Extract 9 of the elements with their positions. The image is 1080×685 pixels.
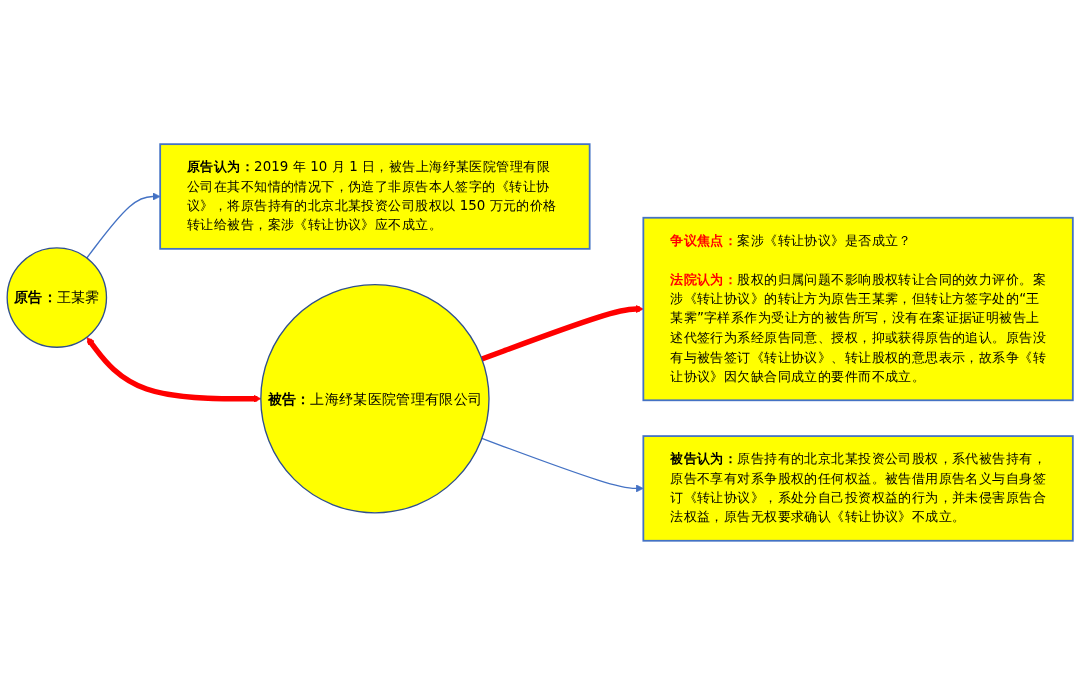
node-circle: 原告：王某霁 [6, 247, 108, 348]
arrow [86, 192, 161, 259]
arrow [86, 337, 262, 403]
arrow [481, 437, 644, 493]
arrow [480, 305, 644, 362]
node-box: 争议焦点：案涉《转让协议》是否成立？ 法院认为：股权的归属问题不影响股权转让合同的效力评价。案涉《转让协议》的转让方为原告王某霁，但转让方签字处的“王某霁”字样系作为受让方的被告所写，没有在案证据证明被告上述代签行为系经原告同意、授权，抑或获得原告的追认。原告没有与被告签订《转让协议》、转让股权的意思表示，故系争《转让协议》因欠缺合同成立的要件而不成立。 [642, 216, 1074, 402]
node-box: 被告认为：原告持有的北京北某投资公司股权，系代被告持有，原告不享有对系争股权的任何权益。被告借用原告名义与自身签订《转让协议》，系处分自己投资权益的行为，并未侵害原告合法权益，原告无权要求确认《转让协议》不成立。 [642, 435, 1074, 542]
node-circle: 被告：上海纾某医院管理有限公司 [260, 284, 490, 514]
node-box: 原告认为：2019 年 10 月 1 日，被告上海纾某医院管理有限公司在其不知情的情况下，伪造了非原告本人签字的《转让协议》，将原告持有的北京北某投资公司股权以 150 万元的价格转让给被告，案涉《转让协议》应不成立。 [159, 143, 591, 250]
